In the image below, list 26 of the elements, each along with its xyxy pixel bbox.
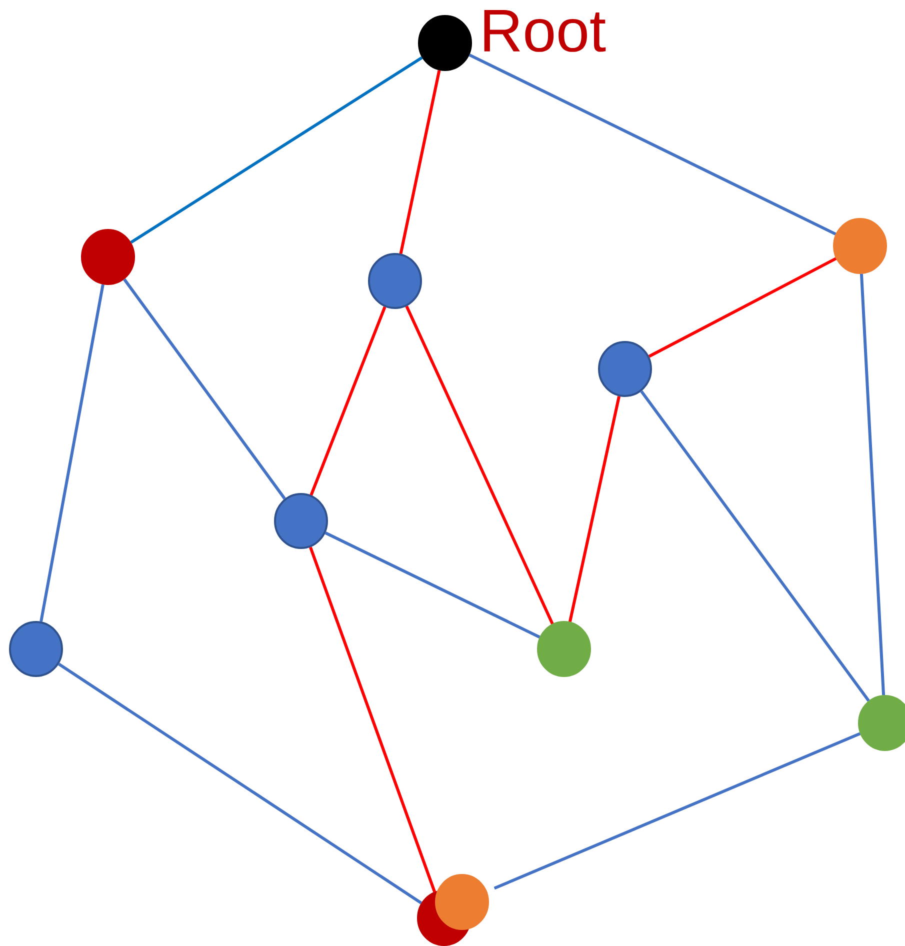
graph-edge — [568, 396, 621, 622]
graph-node — [274, 493, 328, 549]
graph-node — [537, 621, 591, 677]
graph-edge — [324, 532, 540, 638]
graph-edge — [123, 278, 286, 500]
graph-node — [598, 341, 652, 397]
graph-edge — [309, 546, 436, 892]
graph-edge — [58, 662, 422, 904]
graph-node — [435, 874, 489, 930]
graph-node — [368, 253, 422, 309]
graph-edge — [640, 390, 870, 702]
graph-edge — [310, 306, 386, 496]
graph-edge — [494, 732, 861, 890]
node-label: Root — [484, 10, 606, 52]
graph-edge — [40, 284, 104, 622]
graph-edge — [399, 70, 441, 254]
graph-node — [9, 621, 63, 677]
graph-node — [833, 218, 887, 274]
graph-edge — [648, 257, 837, 358]
graph-edge — [468, 54, 836, 236]
graph-edge — [405, 306, 554, 624]
graph-node — [858, 695, 905, 751]
graph-edge — [860, 274, 886, 696]
graph-node — [81, 228, 135, 285]
graph-node — [418, 14, 472, 71]
graph-edge — [130, 56, 423, 244]
